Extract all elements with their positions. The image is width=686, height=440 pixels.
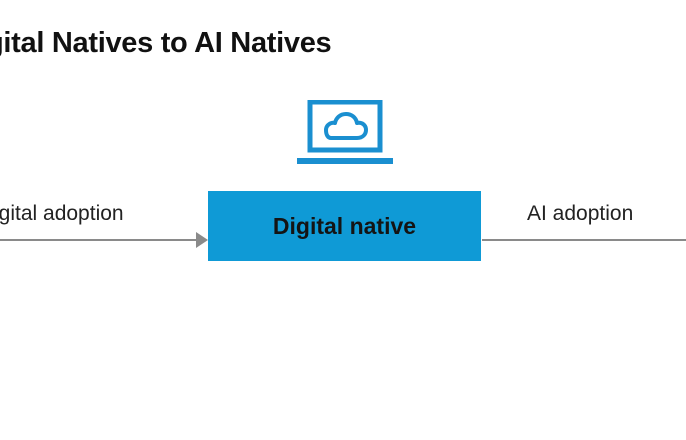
right-connector-line [482,239,686,241]
digital-native-box: Digital native [208,191,481,261]
ai-adoption-label: AI adoption [527,202,634,225]
left-connector-line [0,239,198,241]
right-arrow-icon [196,232,208,248]
laptop-cloud-icon [297,100,393,164]
digital-adoption-label: igital adoption [0,202,124,225]
diagram-title: gital Natives to AI Natives [0,27,332,59]
digital-native-label: Digital native [272,212,417,239]
